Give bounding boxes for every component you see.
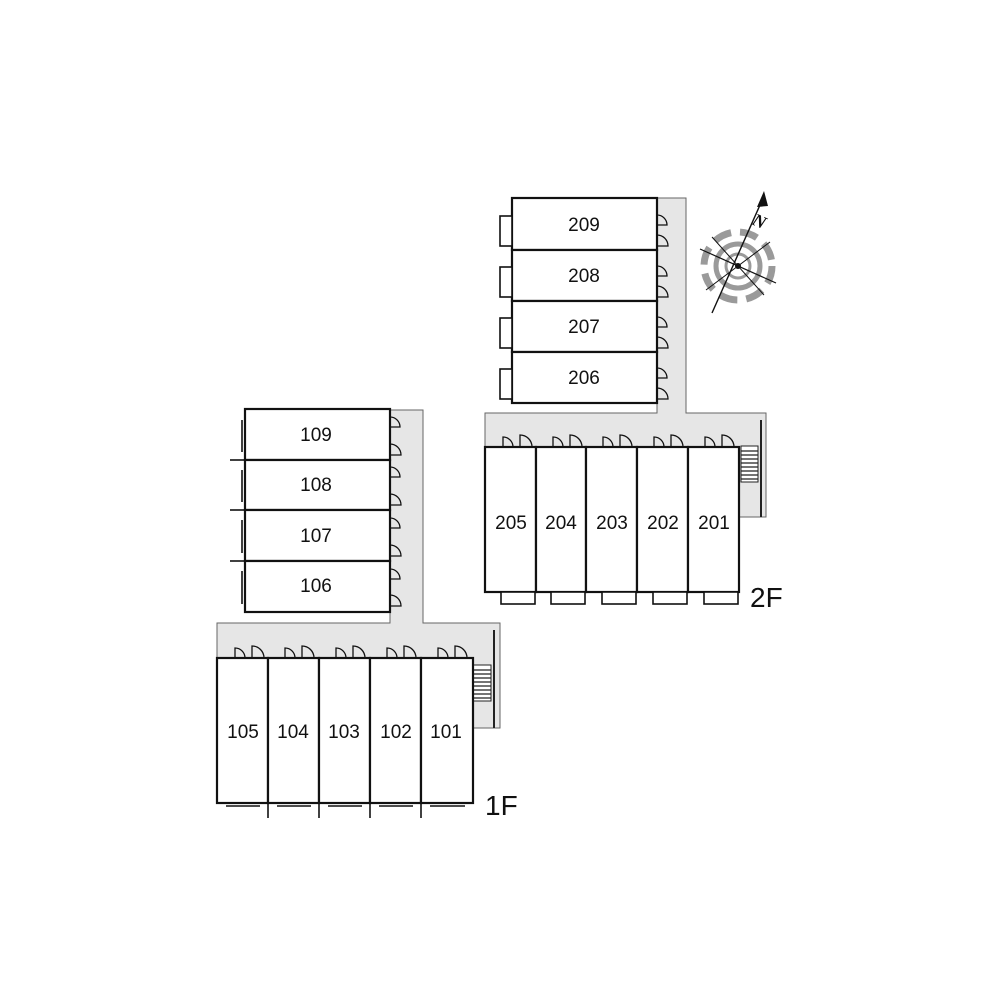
unit-209-label: 209 bbox=[568, 215, 600, 236]
stair-2f bbox=[740, 420, 762, 517]
compass-rose: N bbox=[699, 191, 777, 314]
unit-103[interactable]: 103 bbox=[317, 645, 372, 805]
unit-105[interactable]: 105 bbox=[215, 645, 270, 805]
unit-205[interactable]: 205 bbox=[483, 434, 538, 605]
unit-101[interactable]: 101 bbox=[419, 645, 475, 805]
unit-202[interactable]: 202 bbox=[635, 434, 690, 605]
unit-101-label: 101 bbox=[430, 722, 462, 743]
unit-102-label: 102 bbox=[380, 722, 412, 743]
unit-207-label: 207 bbox=[568, 317, 600, 338]
unit-206[interactable]: 206 bbox=[499, 350, 669, 405]
unit-201[interactable]: 201 bbox=[686, 434, 741, 605]
unit-104[interactable]: 104 bbox=[266, 645, 321, 805]
compass-icon bbox=[699, 191, 777, 314]
unit-107[interactable]: 107 bbox=[243, 508, 402, 563]
floor-label-1f: 1F bbox=[485, 790, 518, 821]
unit-106-label: 106 bbox=[300, 576, 332, 597]
unit-208-label: 208 bbox=[568, 266, 600, 287]
unit-205-label: 205 bbox=[495, 513, 527, 534]
unit-104-label: 104 bbox=[277, 722, 309, 743]
unit-109[interactable]: 109 bbox=[243, 407, 402, 462]
unit-108[interactable]: 108 bbox=[243, 458, 402, 512]
unit-203-label: 203 bbox=[596, 513, 628, 534]
unit-102[interactable]: 102 bbox=[368, 645, 423, 805]
unit-105-label: 105 bbox=[227, 722, 259, 743]
floor-2f: 209 208 207 206 20 bbox=[483, 196, 783, 613]
unit-209[interactable]: 209 bbox=[499, 196, 669, 252]
unit-208[interactable]: 208 bbox=[499, 248, 669, 303]
unit-202-label: 202 bbox=[647, 513, 679, 534]
unit-103-label: 103 bbox=[328, 722, 360, 743]
balconies-1f-lower bbox=[226, 803, 465, 818]
unit-206-label: 206 bbox=[568, 368, 600, 389]
unit-107-label: 107 bbox=[300, 526, 332, 547]
balconies-1f-upper bbox=[230, 420, 245, 604]
unit-109-label: 109 bbox=[300, 425, 332, 446]
unit-207[interactable]: 207 bbox=[499, 299, 669, 354]
unit-106[interactable]: 106 bbox=[243, 559, 402, 614]
unit-201-label: 201 bbox=[698, 513, 730, 534]
floor-1f: 109 108 107 106 bbox=[215, 407, 518, 821]
unit-204[interactable]: 204 bbox=[534, 434, 588, 605]
floor-label-2f: 2F bbox=[750, 582, 783, 613]
stair-1f bbox=[472, 630, 495, 728]
unit-203[interactable]: 203 bbox=[584, 434, 639, 605]
unit-108-label: 108 bbox=[300, 475, 332, 496]
unit-204-label: 204 bbox=[545, 513, 577, 534]
compass-north-label: N bbox=[748, 209, 770, 233]
